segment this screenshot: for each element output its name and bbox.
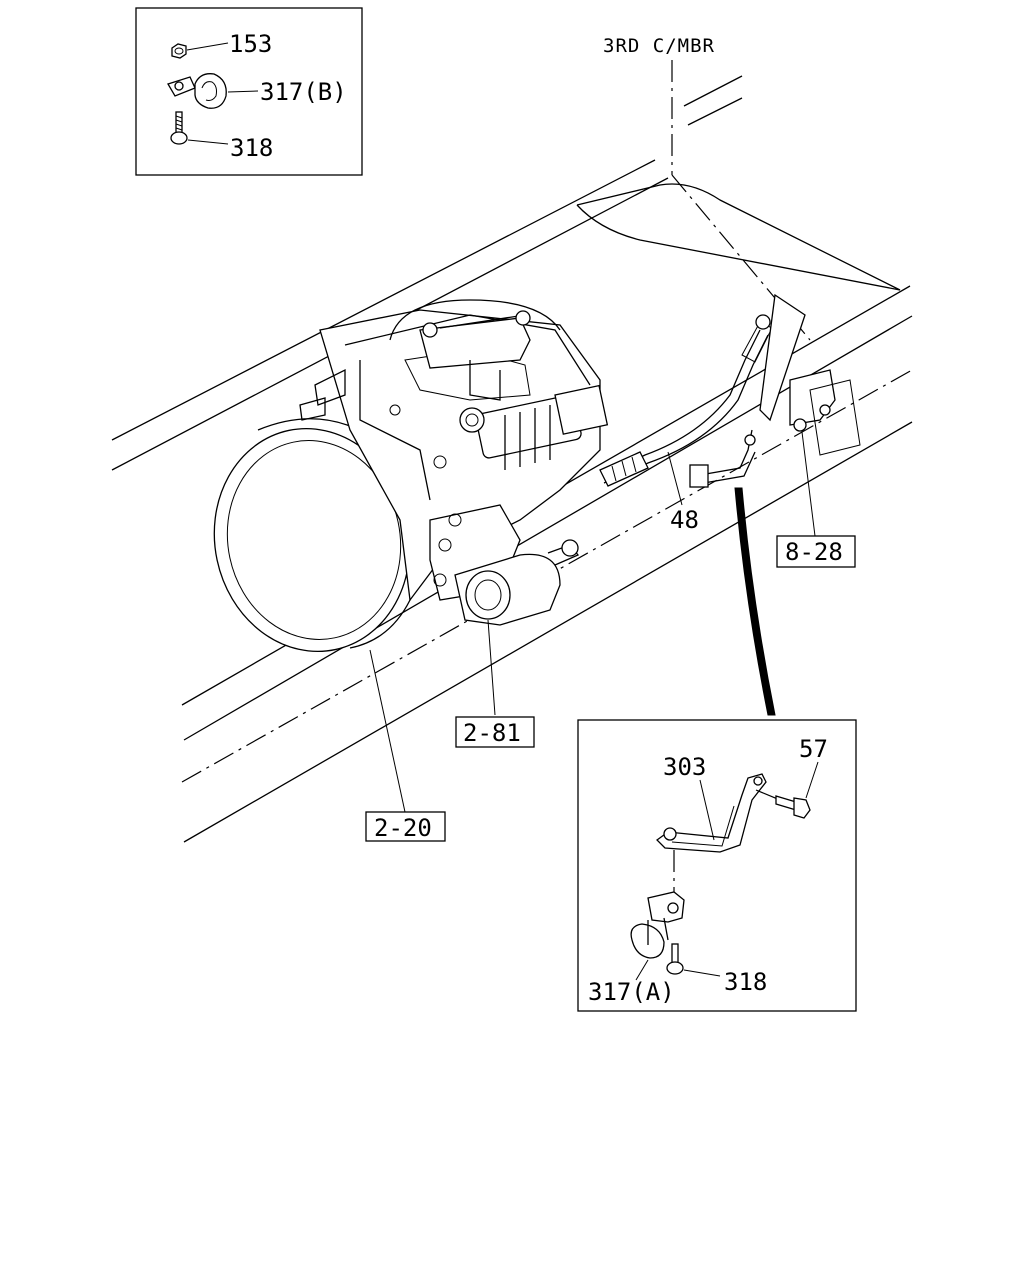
crossmember-label: 3RD C/MBR bbox=[603, 35, 715, 57]
clutch-actuator bbox=[454, 539, 580, 626]
inset-bottom-bolt-label: 57 bbox=[799, 735, 828, 763]
inset-top-nut-label: 153 bbox=[229, 30, 272, 58]
ref-box-frame[interactable]: 8-28 bbox=[776, 535, 856, 568]
inset-top-left: 153 317(B) 318 bbox=[135, 7, 363, 176]
inset-top-bolt-label: 318 bbox=[230, 134, 273, 162]
inset-top-clip-label: 317(B) bbox=[260, 78, 347, 106]
inset-bottom-right: 57 303 317(A) 318 bbox=[577, 719, 857, 1012]
nut-icon bbox=[171, 43, 187, 59]
bolt-icon bbox=[170, 111, 188, 145]
ref-actuator-label: 2-81 bbox=[463, 719, 521, 747]
hose-assembly bbox=[599, 314, 773, 488]
inset-bottom-screw-label: 318 bbox=[724, 968, 767, 996]
screw-icon bbox=[666, 943, 684, 975]
hose-callout: 48 bbox=[670, 506, 699, 534]
clip-b-icon bbox=[167, 73, 227, 109]
frame-bracket bbox=[759, 293, 861, 456]
ref-transmission-label: 2-20 bbox=[374, 814, 432, 842]
ref-box-transmission[interactable]: 2-20 bbox=[365, 811, 446, 842]
clip-a-icon bbox=[630, 891, 685, 959]
ref-frame-label: 8-28 bbox=[785, 538, 843, 566]
transmission bbox=[213, 299, 609, 653]
inset-bottom-clip-label: 317(A) bbox=[588, 978, 675, 1006]
leader-lines bbox=[369, 431, 816, 813]
bracket-icon bbox=[656, 773, 767, 853]
bolt-57-icon bbox=[775, 795, 811, 819]
inset-bottom-bracket-label: 303 bbox=[663, 753, 706, 781]
third-crossmember: 3RD C/MBR bbox=[576, 35, 901, 341]
ref-box-actuator[interactable]: 2-81 bbox=[455, 716, 535, 748]
